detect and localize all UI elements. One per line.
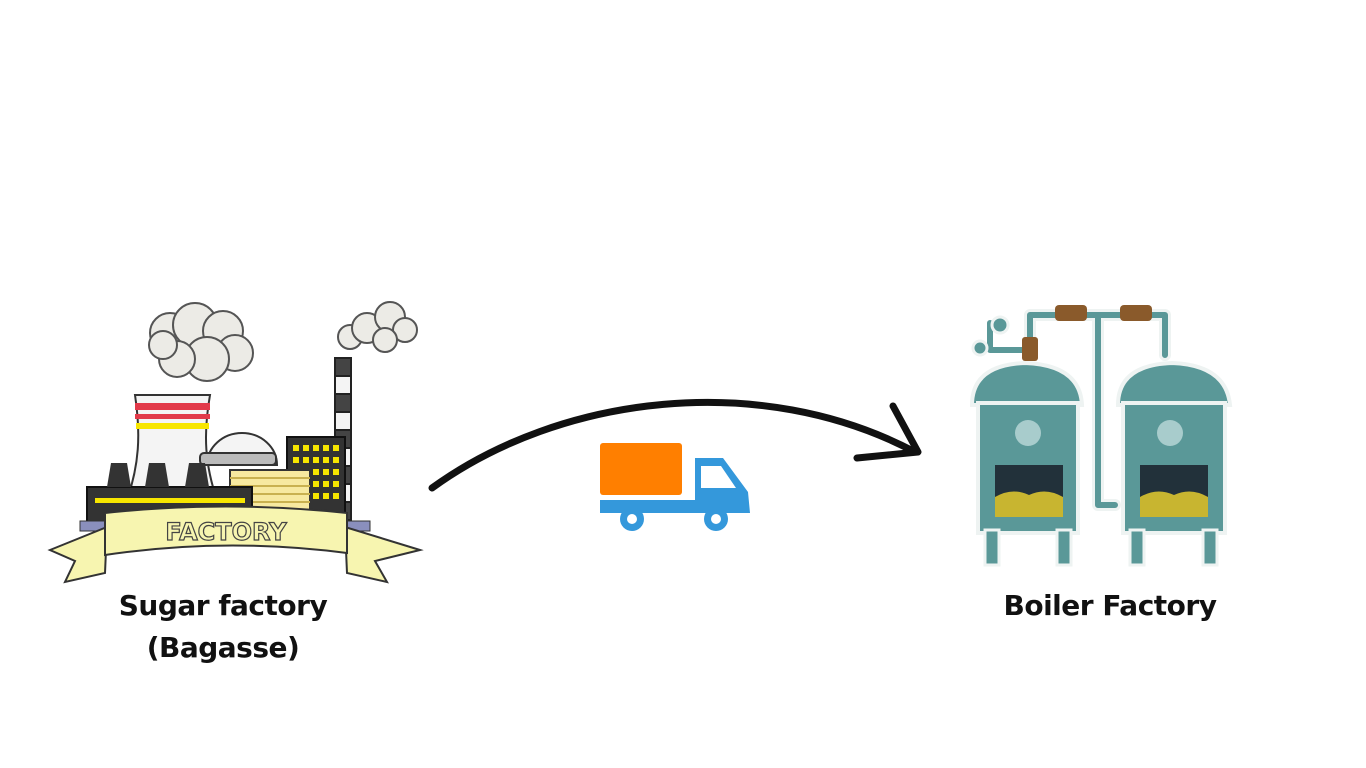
factory-icon: FACTORY xyxy=(47,301,424,584)
source-node-subtitle: (Bagasse) xyxy=(146,631,300,664)
boiler-tank-left xyxy=(969,360,1085,567)
truck-cargo xyxy=(600,443,682,495)
target-node-title: Boiler Factory xyxy=(1003,589,1217,622)
smoke-cloud xyxy=(148,302,254,382)
boiler-icon xyxy=(969,305,1233,567)
boiler-tank-right xyxy=(1115,360,1233,567)
truck-icon xyxy=(600,443,750,531)
banner-text: FACTORY xyxy=(165,518,287,546)
source-node-label: Sugar factory (Bagasse) xyxy=(60,585,386,669)
target-node-label: Boiler Factory xyxy=(960,585,1260,627)
source-node-title: Sugar factory xyxy=(118,589,328,622)
